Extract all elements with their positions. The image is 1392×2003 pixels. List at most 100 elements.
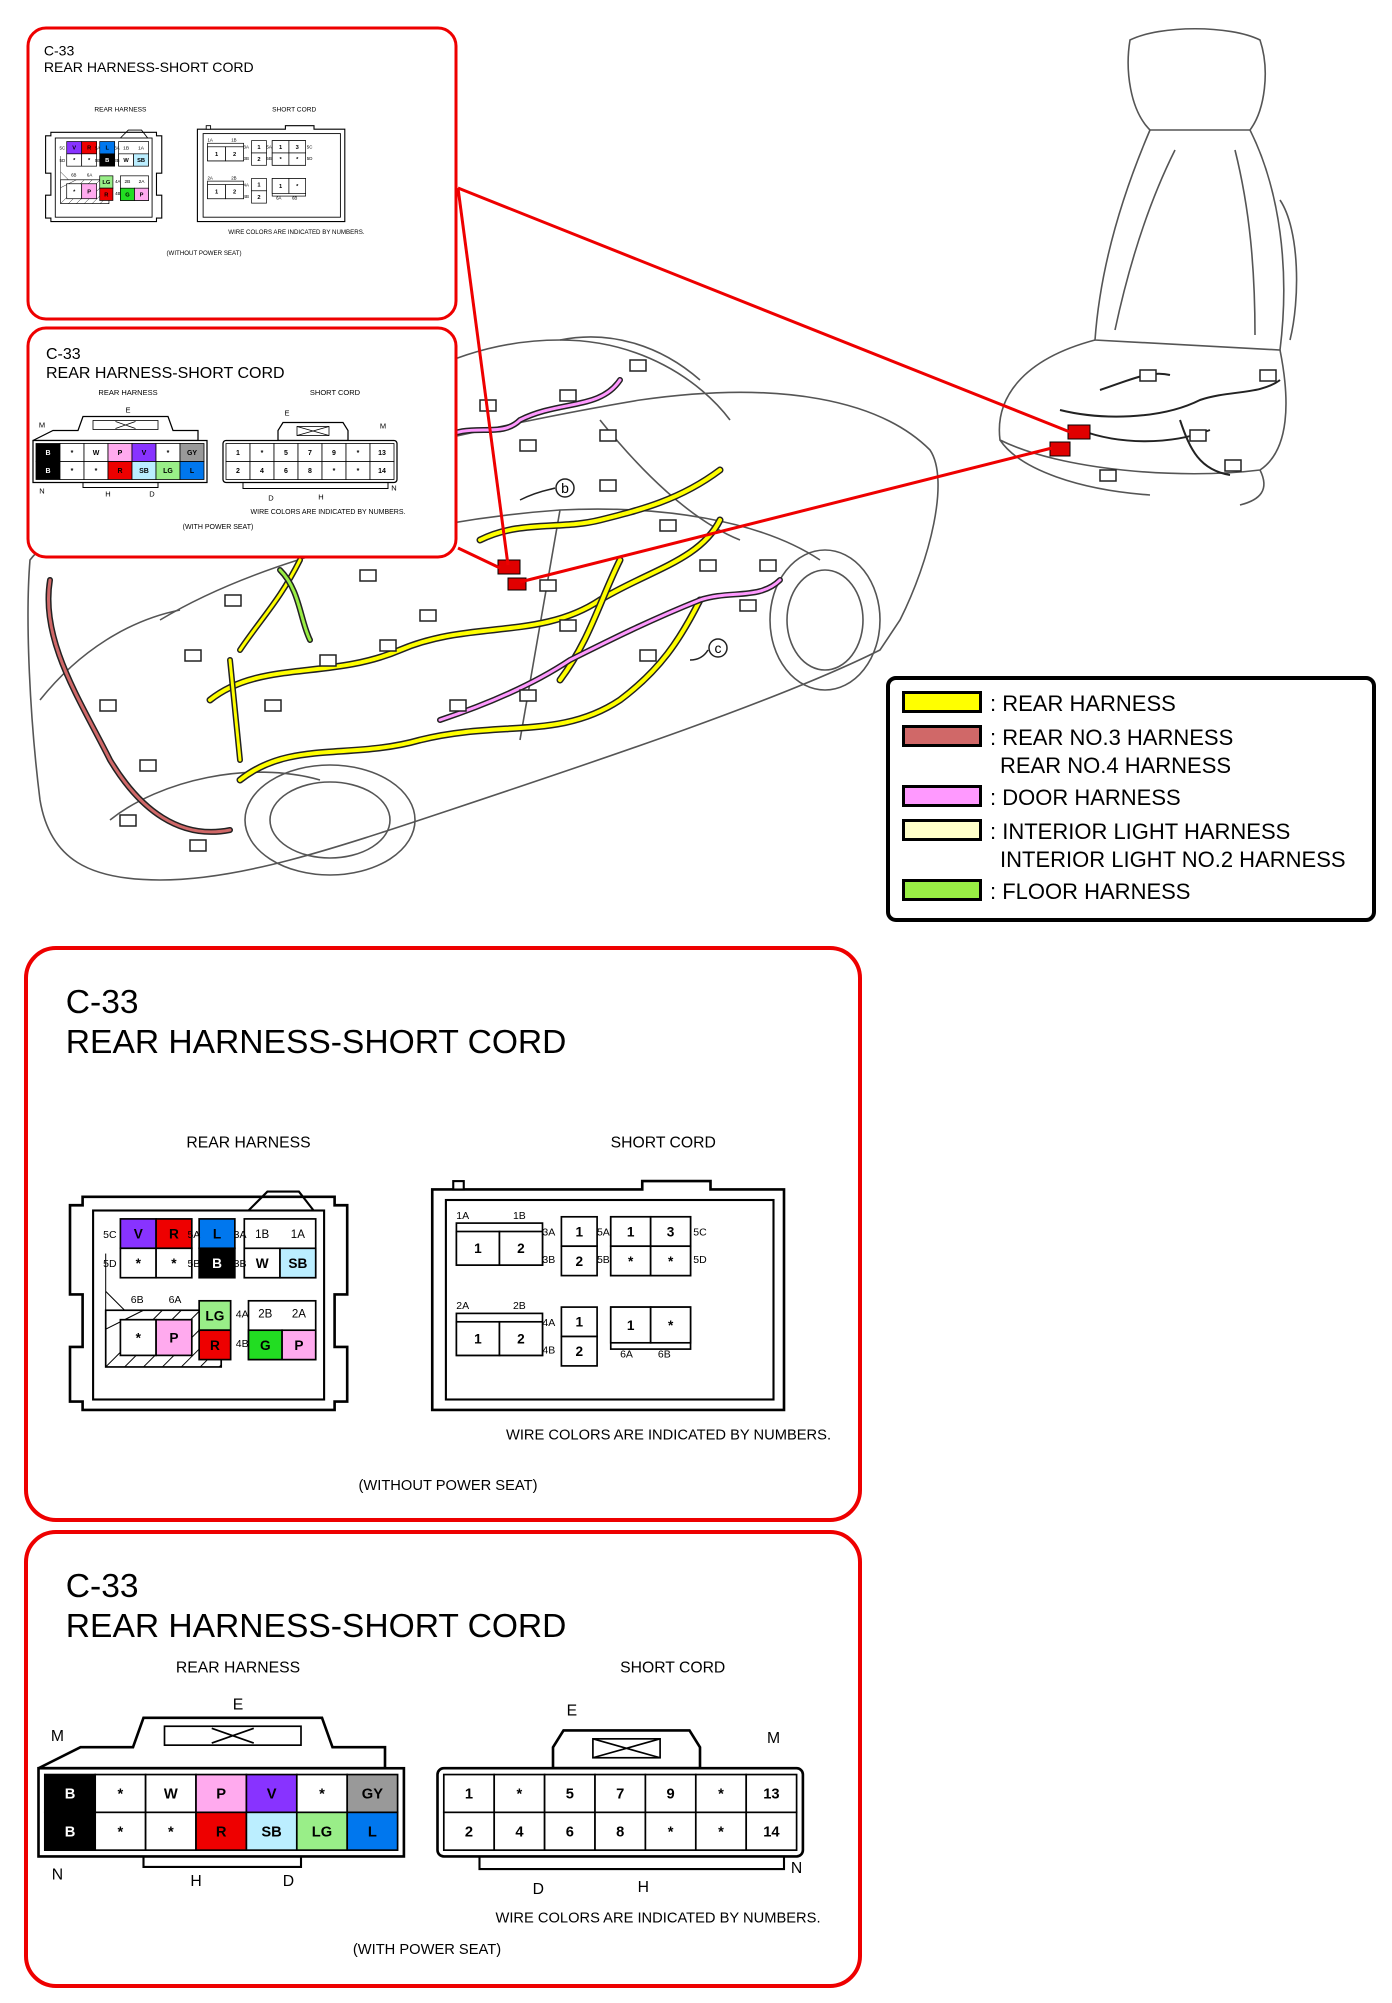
pin-label: 3B bbox=[114, 158, 119, 163]
pin-code: 2 bbox=[236, 468, 240, 475]
pin-code: 8 bbox=[308, 468, 312, 475]
latch bbox=[120, 129, 149, 139]
pin-code: 1 bbox=[627, 1318, 635, 1333]
pin-label: 2A bbox=[456, 1300, 469, 1312]
pin-cell bbox=[179, 461, 205, 480]
pin-code: R bbox=[169, 1227, 179, 1242]
pin-label: 6A bbox=[276, 196, 281, 201]
pin-code: P bbox=[216, 1787, 226, 1803]
legend-label: : INTERIOR LIGHT HARNESS bbox=[990, 819, 1291, 844]
pin-code: * bbox=[333, 468, 336, 475]
seat-wiring bbox=[1059, 372, 1281, 476]
pin-label: 2B bbox=[231, 175, 236, 180]
pin-code: LG bbox=[312, 1825, 332, 1841]
legend-item-door-harness: : DOOR HARNESS bbox=[902, 784, 1181, 812]
legend-item-interior-light-harness: : INTERIOR LIGHT HARNESS INTERIOR LIGHT … bbox=[902, 818, 1346, 874]
pin-code: P bbox=[87, 189, 91, 195]
pin-code: * bbox=[261, 450, 264, 457]
pin-label: 1A bbox=[456, 1210, 469, 1222]
pin-code: V bbox=[142, 450, 147, 457]
pin-code: * bbox=[167, 450, 170, 457]
pin-cell bbox=[498, 1230, 544, 1266]
pin-code: B bbox=[45, 468, 50, 475]
connector-id: C-33 bbox=[66, 1568, 139, 1605]
pin-label: 6A bbox=[87, 173, 92, 178]
pin-code: SB bbox=[288, 1256, 307, 1271]
pin-label: 3B bbox=[244, 156, 249, 161]
pin-number: 2A bbox=[139, 179, 146, 185]
pin-cell bbox=[198, 1299, 232, 1332]
pin-code: P bbox=[169, 1330, 178, 1345]
pin-code: LG bbox=[163, 468, 173, 475]
door-harness-wiring bbox=[437, 377, 783, 723]
pin-cell bbox=[251, 152, 267, 166]
orientation-letter: M bbox=[380, 422, 386, 431]
pin-cell bbox=[455, 1230, 501, 1266]
pin-label: 4A bbox=[244, 182, 249, 187]
note-text: WIRE COLORS ARE INDICATED BY NUMBERS. bbox=[228, 229, 365, 236]
pin-code: 6 bbox=[566, 1825, 574, 1841]
pin-cell bbox=[649, 1306, 692, 1344]
pin-code: * bbox=[73, 158, 76, 164]
pin-cell bbox=[281, 1329, 317, 1361]
pin-label: 6A bbox=[169, 1294, 182, 1306]
pin-cell bbox=[560, 1245, 598, 1277]
pin-code: 2 bbox=[257, 157, 260, 163]
pin-code: * bbox=[628, 1254, 634, 1269]
pin-label: 4A bbox=[542, 1317, 555, 1329]
orientation-letter: H bbox=[638, 1879, 649, 1896]
latch-cross bbox=[211, 1727, 255, 1744]
pin-label: 5B bbox=[266, 156, 271, 161]
pin-code: B bbox=[105, 158, 109, 164]
pin-cell bbox=[134, 187, 149, 201]
pin-code: 9 bbox=[667, 1787, 675, 1803]
pin-label: 2A bbox=[207, 175, 212, 180]
pin-label: 5C bbox=[103, 1229, 117, 1241]
pin-code: * bbox=[171, 1256, 177, 1271]
pin-label: 3A bbox=[234, 1229, 247, 1241]
housing-bottom bbox=[478, 1856, 786, 1871]
pin-cell bbox=[99, 153, 116, 167]
pin-label: 5C bbox=[307, 145, 313, 150]
pin-cell bbox=[745, 1773, 798, 1814]
car-connectors bbox=[99, 359, 777, 852]
pin-code: * bbox=[95, 468, 98, 475]
pin-code: L bbox=[213, 1227, 221, 1242]
pin-code: LG bbox=[102, 180, 110, 186]
pin-label: 5B bbox=[597, 1254, 610, 1266]
pin-cell bbox=[251, 190, 267, 204]
pin-code: * bbox=[517, 1787, 523, 1803]
callout-b: b bbox=[519, 478, 575, 501]
orientation-letter: D bbox=[149, 490, 155, 499]
pin-code: 2 bbox=[465, 1825, 473, 1841]
pin-code: L bbox=[368, 1825, 377, 1841]
pin-code: GY bbox=[187, 450, 197, 457]
pin-label: 6B bbox=[658, 1349, 671, 1361]
seat-connectors bbox=[1099, 369, 1277, 482]
pin-cell bbox=[119, 1318, 157, 1357]
orientation-letter: M bbox=[51, 1728, 64, 1745]
legend-label: : DOOR HARNESS bbox=[990, 785, 1181, 810]
pin-code: * bbox=[71, 450, 74, 457]
pin-code: 4 bbox=[515, 1825, 524, 1841]
legend-item-rear-no3-harness: : REAR NO.3 HARNESS REAR NO.4 HARNESS bbox=[902, 724, 1233, 780]
orientation-letter: M bbox=[767, 1730, 780, 1747]
pin-cell bbox=[198, 1247, 236, 1279]
pin-cell bbox=[225, 184, 244, 200]
pin-cell bbox=[99, 187, 114, 201]
pin-label: 5D bbox=[60, 158, 66, 163]
pin-cell bbox=[745, 1811, 798, 1851]
pin-label: 6A bbox=[620, 1349, 633, 1361]
pin-label: 6B bbox=[71, 173, 76, 178]
pin-code: * bbox=[71, 468, 74, 475]
variant-label: (WITH POWER SEAT) bbox=[353, 1942, 501, 1958]
pin-cell bbox=[81, 183, 97, 200]
pin-cell bbox=[279, 1247, 317, 1279]
variant-label: (WITHOUT POWER SEAT) bbox=[359, 1478, 538, 1494]
pin-code: W bbox=[256, 1256, 269, 1271]
pin-cell bbox=[119, 1247, 157, 1279]
pin-code: 9 bbox=[332, 450, 336, 457]
pin-code: 13 bbox=[763, 1787, 779, 1803]
housing-bottom bbox=[82, 482, 159, 488]
pin-code: 8 bbox=[616, 1825, 624, 1841]
